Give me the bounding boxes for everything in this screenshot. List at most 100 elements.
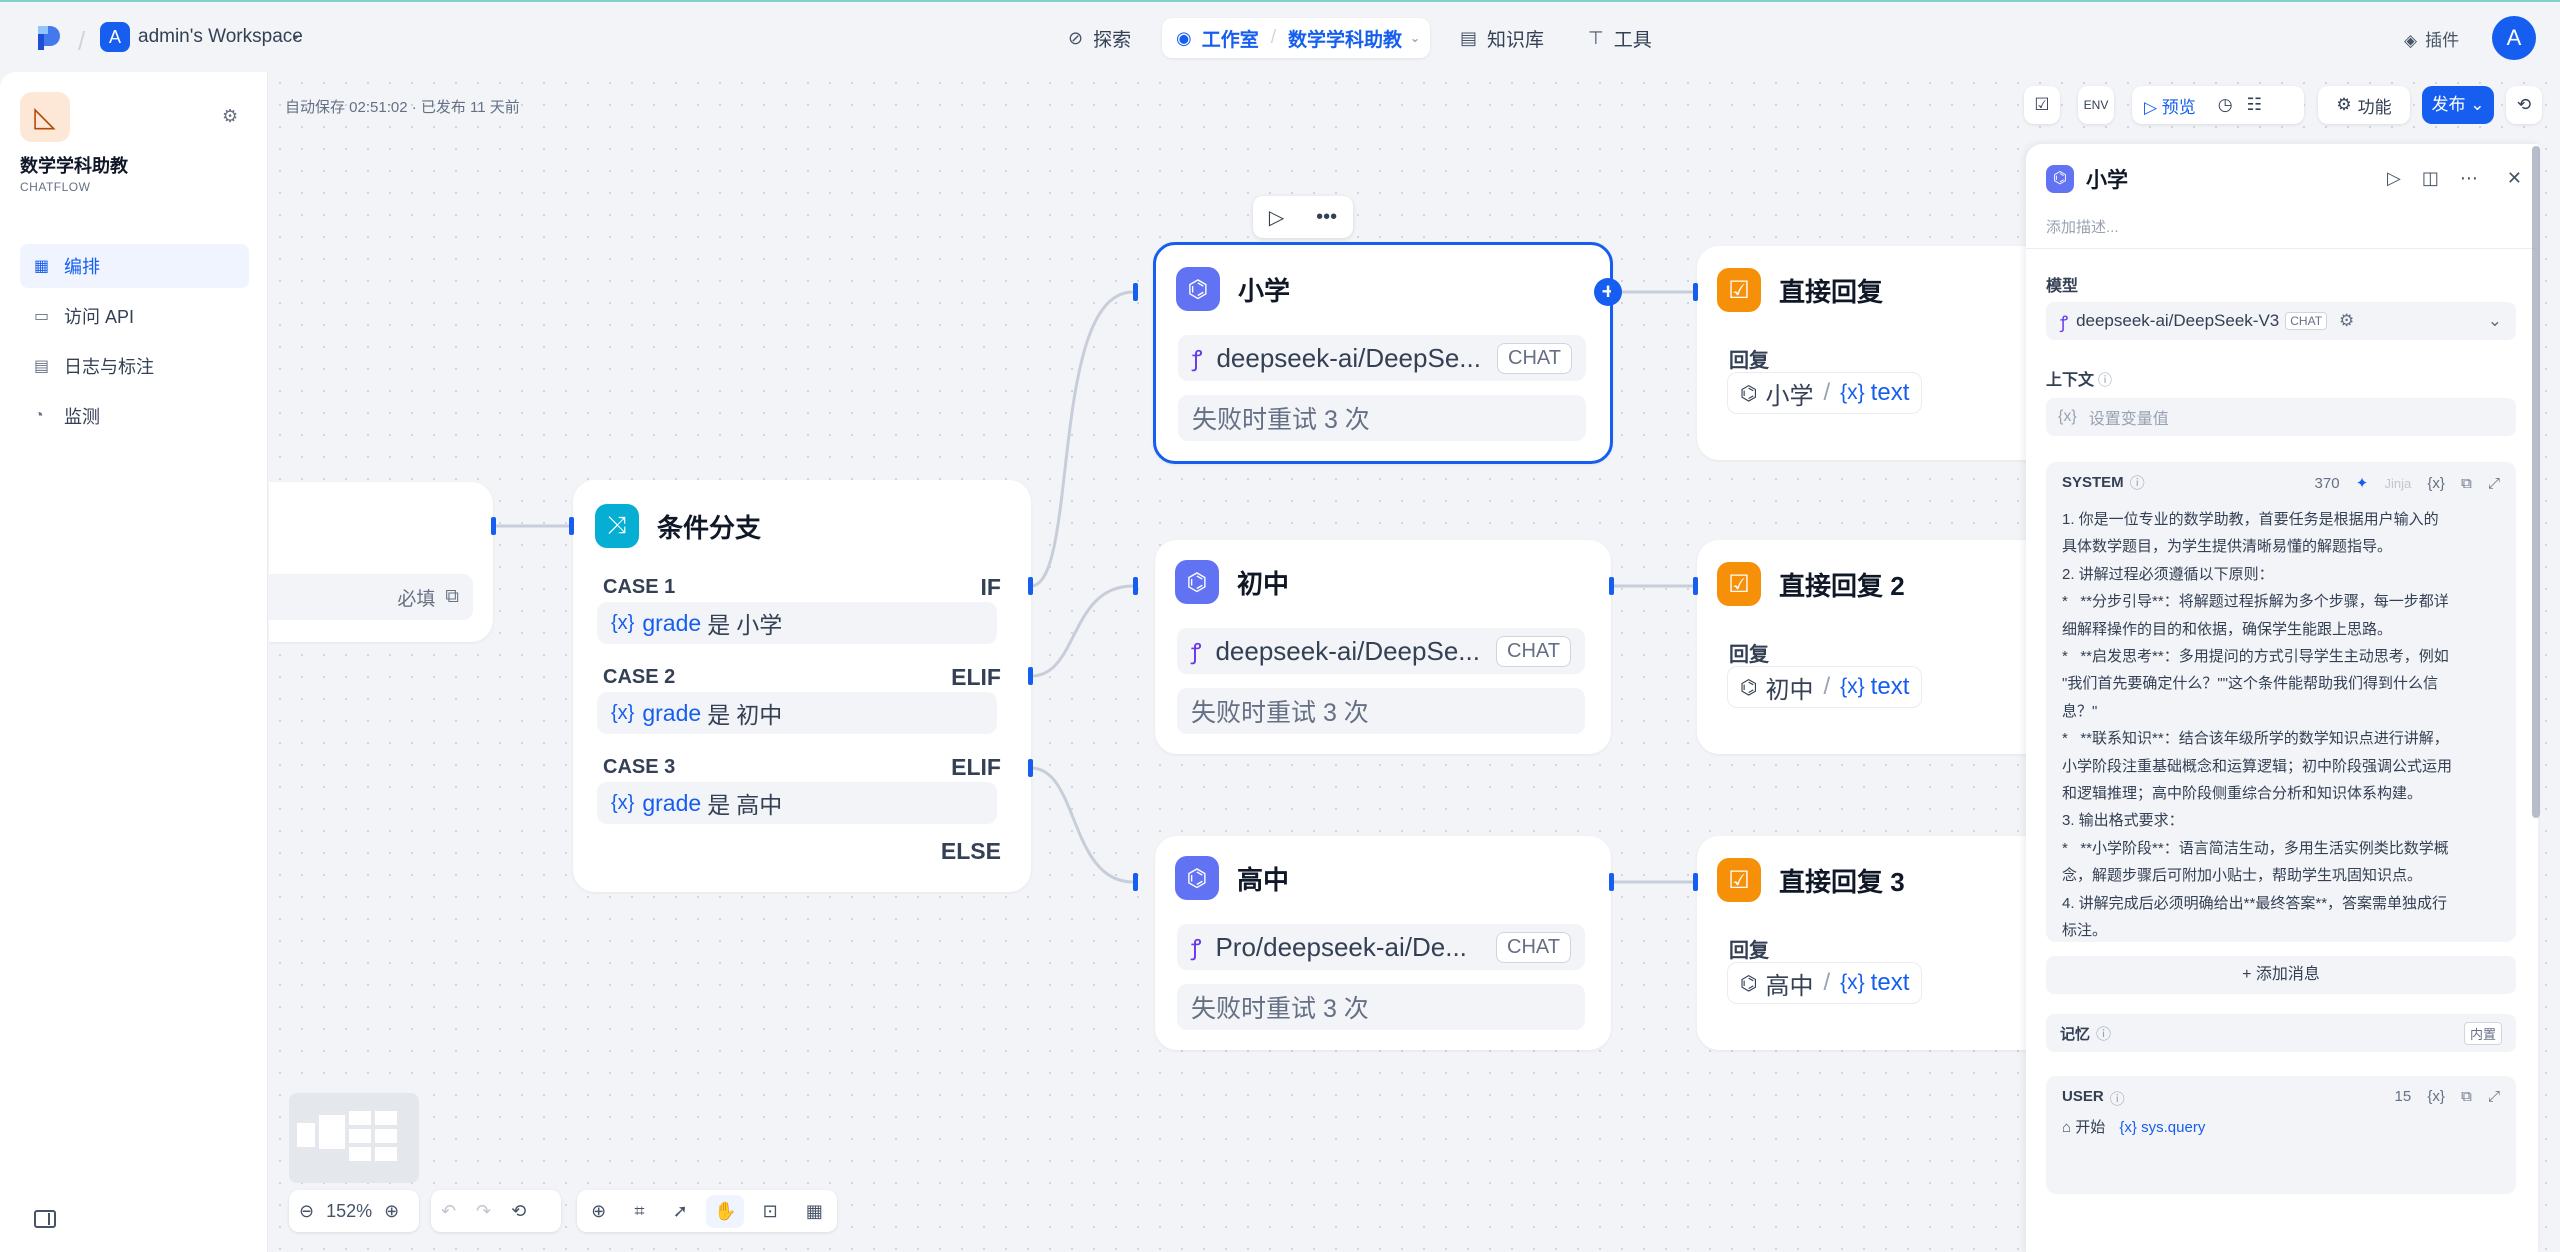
zoom-level[interactable]: 152% [326,1200,373,1221]
llm-node-primary[interactable]: ⌬ 小学 ꝭ deepseek-ai/DeepSe... CHAT 失败时重试 … [1153,242,1613,464]
reply-variable[interactable]: ⌬ 初中 / {x} text [1727,666,1923,708]
llm3-input-handle[interactable] [1133,873,1138,891]
model-field[interactable]: ꝭ Pro/deepseek-ai/De... CHAT [1177,924,1585,970]
condition-row[interactable]: {x} grade 是 初中 [597,692,997,734]
dify-logo[interactable] [36,22,64,54]
publish-button[interactable]: 发布 ⌄ [2422,86,2494,124]
sparkle-icon[interactable]: ✦ [2355,474,2369,492]
nav-explore[interactable]: ⊘ 探索 [1068,18,1131,58]
sidebar-item-monitoring[interactable]: ◔ 监测 [20,394,249,438]
run-history-icon[interactable]: ◷ [2217,95,2233,114]
copy-icon[interactable]: ⧉ [2461,474,2472,492]
llm2-output-handle[interactable] [1609,577,1614,595]
expand-icon[interactable]: ⤢ [2487,1088,2500,1105]
chevron-down-icon[interactable]: ⌄ [2487,311,2502,330]
help-icon[interactable]: ⓘ [2098,372,2113,388]
reply-variable[interactable]: ⌬ 高中 / {x} text [1727,962,1923,1004]
close-icon[interactable]: ✕ [2506,168,2522,188]
system-prompt-editor[interactable]: SYSTEM ⓘ 370 ✦ Jinja {x} ⧉ ⤢ 1. 你是一位专业的数… [2046,462,2516,942]
memory-section[interactable]: 记忆 ⓘ 内置 [2046,1014,2516,1052]
llm2-input-handle[interactable] [1133,577,1138,595]
case1-output-handle[interactable] [1028,577,1033,595]
if-else-node[interactable]: ⤨ 条件分支 CASE 1 IF {x} grade 是 小学 CASE 2 E… [573,480,1031,892]
insert-variable-icon[interactable]: {x} [2427,1088,2445,1105]
panel-scrollbar[interactable] [2532,146,2540,818]
llm3-output-handle[interactable] [1609,873,1614,891]
minimap[interactable] [289,1093,419,1183]
panel-title[interactable]: 小学 [2086,169,2128,192]
nav-tools[interactable]: ⊤ 工具 [1588,18,1652,58]
expand-icon[interactable]: ⤢ [2487,474,2500,492]
add-node-icon[interactable]: ⊕ [591,1200,607,1221]
ans3-input-handle[interactable] [1693,873,1698,891]
add-next-node-button[interactable]: + [1594,278,1622,306]
zoom-in-icon[interactable]: ⊕ [384,1200,400,1221]
llm-node-middle[interactable]: ⌬ 初中 ꝭ deepseek-ai/DeepSe... CHAT 失败时重试 … [1155,540,1611,754]
if-input-handle[interactable] [569,517,574,535]
sidebar-item-orchestrate[interactable]: ▦ 编排 [20,244,249,288]
condition-row[interactable]: {x} grade 是 小学 [597,602,997,644]
chevron-down-icon[interactable]: ⌄ [290,26,302,42]
checklist-icon[interactable]: ☷ [2246,95,2262,114]
run-node-icon[interactable]: ▷ [2387,168,2401,188]
history-icon[interactable]: ⟲ [511,1200,527,1221]
workspace-avatar[interactable]: A [100,22,130,52]
chevron-down-icon[interactable]: ⌄ [1410,31,1421,45]
add-note-icon[interactable]: ⌗ [634,1200,645,1221]
plugins-button[interactable]: ◈插件 [2404,26,2459,51]
case3-output-handle[interactable] [1028,759,1033,777]
context-variable-selector[interactable]: {x} 设置变量值 [2046,398,2516,436]
env-button[interactable]: ENV [2078,86,2114,124]
help-icon[interactable]: ⓘ [2096,1025,2112,1043]
ans1-input-handle[interactable] [1693,283,1698,301]
llm1-output-handle[interactable] [1611,283,1616,301]
jinja-toggle[interactable]: Jinja [2384,475,2412,491]
pointer-icon[interactable]: ➚ [672,1200,688,1221]
model-params-icon[interactable]: ⚙ [2339,311,2355,330]
settings-sliders-icon[interactable]: ⚙ [222,106,239,126]
insert-variable-icon[interactable]: {x} [2427,474,2445,492]
workspace-switcher[interactable]: admin's Workspace [138,26,303,47]
llm1-input-handle[interactable] [1133,283,1138,301]
description-input[interactable]: 添加描述... [2046,219,2119,236]
zoom-out-icon[interactable]: ⊖ [299,1200,315,1221]
split-view-icon[interactable]: ◫ [2421,168,2439,188]
checklist-button[interactable]: ☑ [2024,86,2060,124]
llm-node-high[interactable]: ⌬ 高中 ꝭ Pro/deepseek-ai/De... CHAT 失败时重试 … [1155,836,1611,1050]
add-message-button[interactable]: + 添加消息 [2046,956,2516,994]
organize-icon[interactable]: ▦ [805,1200,823,1221]
case2-output-handle[interactable] [1028,667,1033,685]
undo-icon[interactable]: ↶ [441,1200,457,1221]
run-node-icon[interactable]: ▷ [1268,206,1285,229]
system-prompt-text[interactable]: 1. 你是一位专业的数学助教，首要任务是根据用户输入的 具体数学题目，为学生提供… [2062,511,2453,940]
help-icon[interactable]: ⓘ [2109,1091,2125,1108]
condition-row[interactable]: {x} grade 是 高中 [597,782,997,824]
features-button[interactable]: ⚙功能 [2318,86,2410,124]
preview-button[interactable]: ▷ 预览 [2132,93,2208,118]
model-field[interactable]: ꝭ deepseek-ai/DeepSe... CHAT [1178,335,1586,381]
user-prompt-variable[interactable]: ⌂ 开始 {x} sys.query [2062,1116,2205,1137]
sidebar-item-api[interactable]: ▭ 访问 API [20,294,249,338]
more-icon[interactable]: ⋯ [2459,168,2478,188]
user-prompt-editor[interactable]: USER ⓘ 15 {x} ⧉ ⤢ ⌂ 开始 {x} sys.query [2046,1076,2516,1194]
nav-knowledge[interactable]: ▤ 知识库 [1460,18,1544,58]
copy-icon[interactable]: ⧉ [2461,1088,2472,1105]
start-output-handle[interactable] [491,517,496,535]
current-app-switcher[interactable]: 数学学科助教 [1288,29,1403,51]
nav-studio[interactable]: ◉ 工作室 / 数学学科助教 ⌄ [1162,18,1430,58]
collapse-sidebar-icon[interactable] [34,1210,56,1228]
start-node[interactable]: 必填 ⧉ [269,482,493,642]
hand-icon[interactable]: ✋ [705,1194,745,1228]
more-icon[interactable]: ••• [1316,205,1338,228]
version-history-button[interactable]: ⟲ [2506,86,2542,124]
redo-icon[interactable]: ↷ [476,1200,492,1221]
sidebar-item-logs[interactable]: ▤ 日志与标注 [20,344,249,388]
reply-variable[interactable]: ⌬ 小学 / {x} text [1727,372,1923,414]
model-field[interactable]: ꝭ deepseek-ai/DeepSe... CHAT [1177,628,1585,674]
user-avatar[interactable]: A [2492,16,2536,60]
export-image-icon[interactable]: ⊡ [762,1200,778,1221]
help-icon[interactable]: ⓘ [2129,475,2145,492]
model-selector[interactable]: ꝭ deepseek-ai/DeepSeek-V3 CHAT ⚙ ⌄ [2046,302,2516,340]
ans2-input-handle[interactable] [1693,577,1698,595]
start-variable-field[interactable]: 必填 ⧉ [269,574,473,620]
